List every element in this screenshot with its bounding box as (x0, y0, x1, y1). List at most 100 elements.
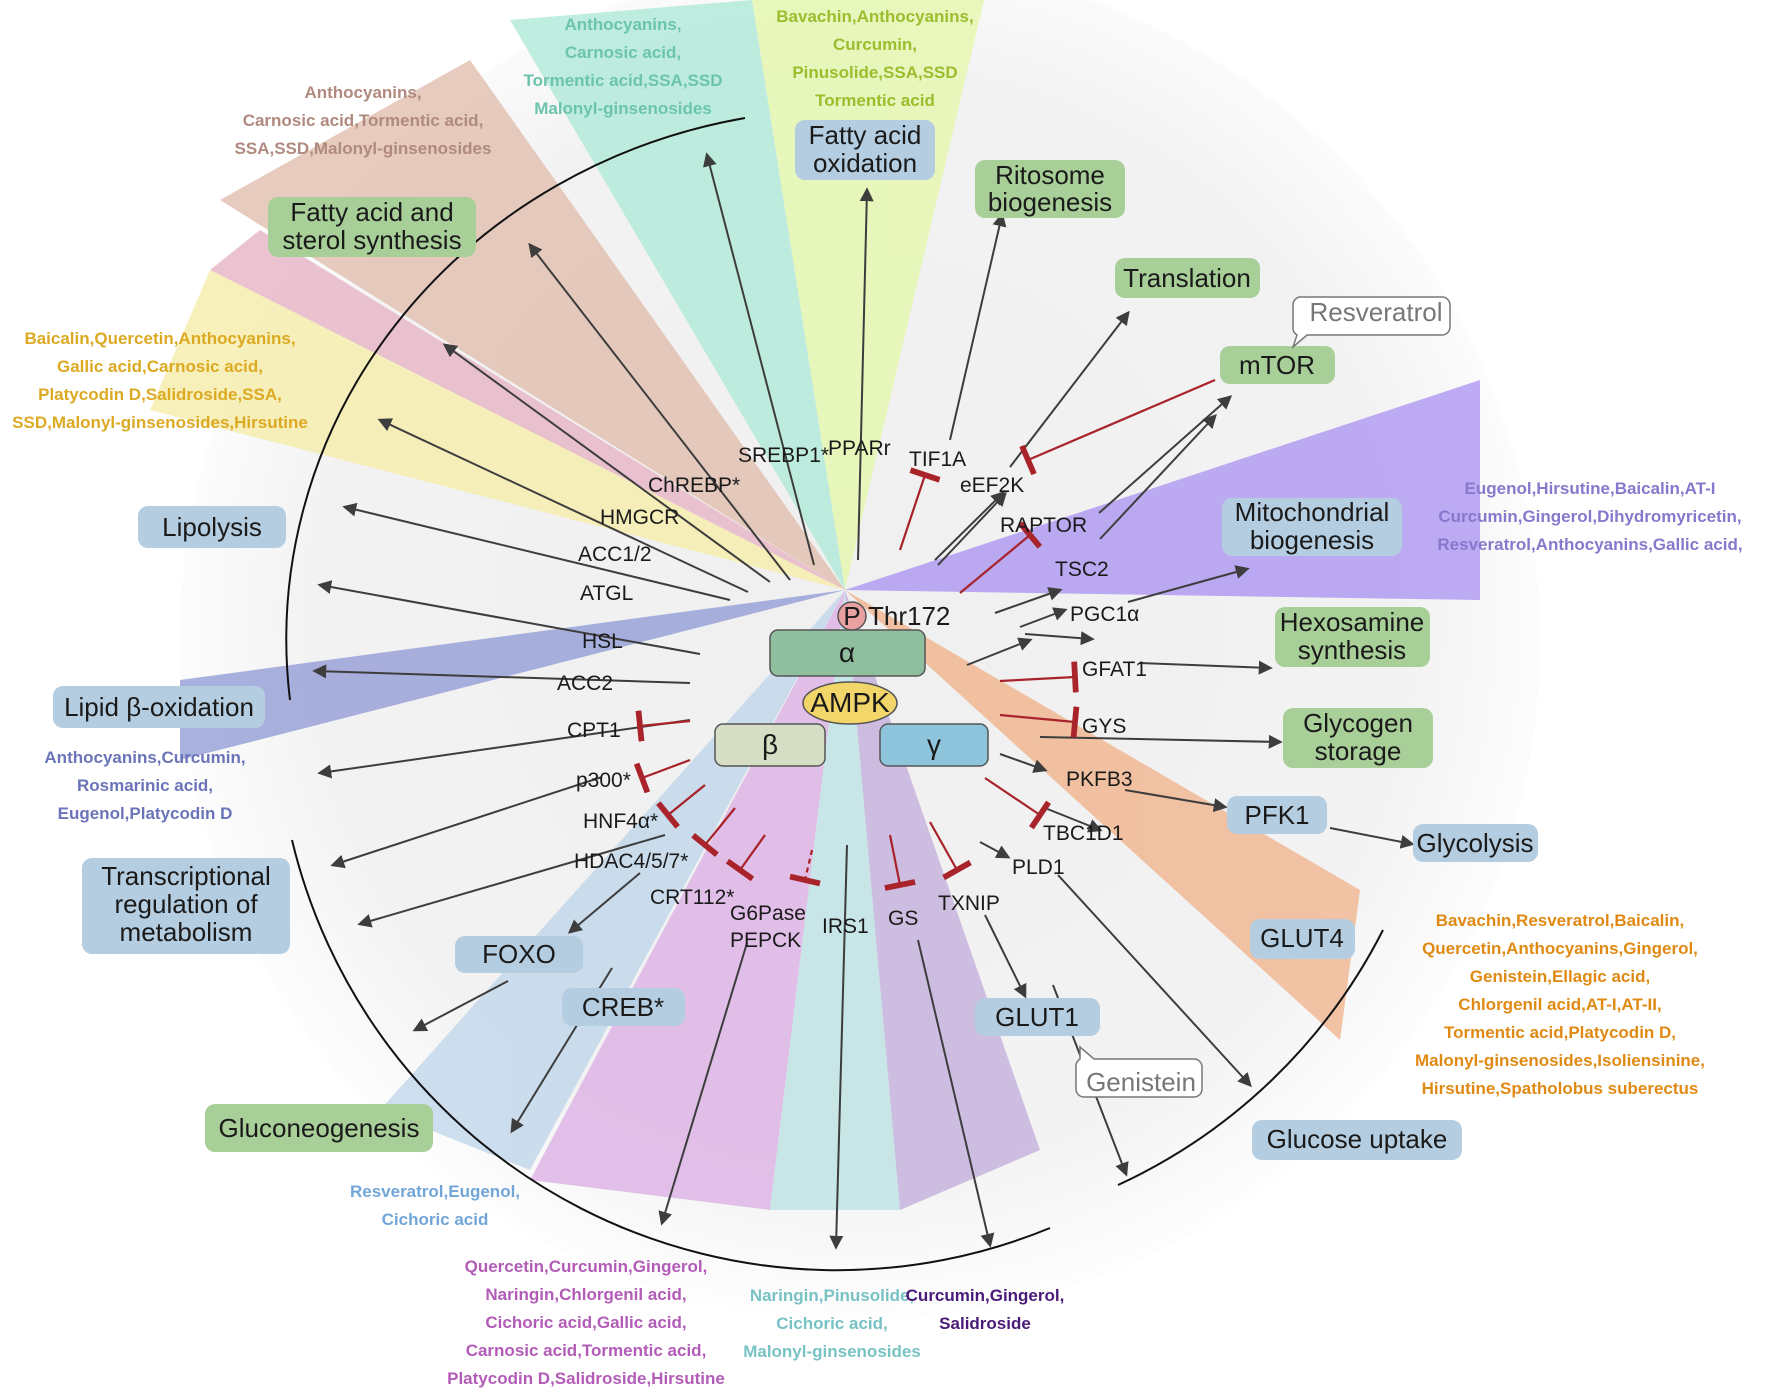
compound-g6pase-line-1: Quercetin,Curcumin,Gingerol, (465, 1257, 708, 1276)
node-gys: GYS (1082, 715, 1126, 738)
compound-irs1-line-1: Naringin,Pinusolide, (750, 1286, 914, 1305)
compound-srebp-line-1: Anthocyanins, (564, 15, 681, 34)
compound-fatty-acid-oxidation-line-3: Pinusolide,SSA,SSD (792, 63, 957, 82)
compound-gs-line-2: Salidroside (939, 1314, 1031, 1333)
node-pgc1a: PGC1α (1070, 603, 1139, 626)
box-fatty-sterol-2: sterol synthesis (282, 225, 461, 255)
compound-irs1-line-2: Cichoric acid, (776, 1314, 887, 1333)
compound-acc-line-2: Gallic acid,Carnosic acid, (57, 357, 263, 376)
compound-tbc1d1-line-1: Bavachin,Resveratrol,Baicalin, (1436, 911, 1685, 930)
compound-srebp-line-4: Malonyl-ginsenosides (534, 99, 712, 118)
sector-chrebp (220, 60, 845, 590)
box-gluconeogenesis: Gluconeogenesis (219, 1113, 420, 1143)
node-labels: SREBP1* PPARr TIF1A eEF2K RAPTOR TSC2 PG… (557, 437, 1147, 952)
inhibition-lines (633, 378, 1216, 891)
compound-crtc-line-2: Cichoric acid (382, 1210, 489, 1229)
compound-crtc-line-1: Resveratrol,Eugenol, (350, 1182, 520, 1201)
box-fatty-acid-oxidation-1: Fatty acid (809, 120, 922, 150)
node-pld1: PLD1 (1012, 856, 1065, 879)
compound-g6pase-line-2: Naringin,Chlorgenil acid, (485, 1285, 686, 1304)
node-gs: GS (888, 907, 918, 930)
box-transcriptional-3: metabolism (120, 917, 253, 947)
node-gfat1: GFAT1 (1082, 658, 1147, 681)
node-acc2: ACC2 (557, 672, 613, 695)
node-hsl: HSL (582, 630, 623, 653)
compound-pgc1a-line-1: Eugenol,Hirsutine,Baicalin,AT-I (1465, 479, 1716, 498)
pathway-boxes: Fatty acid oxidation Ritosome biogenesis… (53, 120, 1538, 1160)
node-crt112: CRT112* (650, 886, 734, 909)
compound-pgc1a-line-2: Curcumin,Gingerol,Dihydromyricetin, (1438, 507, 1741, 526)
compound-tbc1d1-line-7: Hirsutine,Spatholobus suberectus (1422, 1079, 1699, 1098)
box-hexosamine-1: Hexosamine (1280, 607, 1425, 637)
outer-arcs (285, 117, 1384, 1272)
compound-g6pase-line-3: Cichoric acid,Gallic acid, (485, 1313, 686, 1332)
node-acc12: ACC1/2 (578, 543, 652, 566)
box-fatty-sterol-1: Fatty acid and (290, 197, 453, 227)
box-glut1: GLUT1 (995, 1002, 1079, 1032)
callout-genistein: Genistein (1086, 1067, 1196, 1097)
node-cpt1: CPT1 (567, 719, 621, 742)
compound-g6pase-line-4: Carnosic acid,Tormentic acid, (466, 1341, 707, 1360)
node-raptor: RAPTOR (1000, 514, 1087, 537)
box-transcriptional-1: Transcriptional (101, 861, 271, 891)
box-foxo: FOXO (482, 939, 556, 969)
compound-fatty-acid-oxidation-line-1: Bavachin,Anthocyanins, (776, 7, 973, 26)
compound-fatty-acid-oxidation-line-4: Tormentic acid (815, 91, 935, 110)
node-hmgcr: HMGCR (600, 506, 679, 529)
arc-right (1117, 929, 1384, 1186)
node-tsc2: TSC2 (1055, 558, 1109, 581)
thr172-label: Thr172 (868, 601, 950, 631)
compound-acc-line-1: Baicalin,Quercetin,Anthocyanins, (24, 329, 295, 348)
beta-subunit (714, 723, 826, 767)
sector-irs1 (770, 590, 900, 1210)
box-transcriptional-2: regulation of (114, 889, 258, 919)
compound-fatty-acid-oxidation-line-2: Curcumin, (833, 35, 917, 54)
box-pfk1: PFK1 (1244, 800, 1309, 830)
sector-tbc1d1 (845, 590, 1360, 1040)
node-tif1a: TIF1A (909, 448, 966, 471)
compound-cpt1-line-1: Anthocyanins,Curcumin, (44, 748, 245, 767)
box-fatty-acid-oxidation-2: oxidation (813, 148, 917, 178)
phospho-label: P (843, 601, 860, 631)
callout-resveratrol: Resveratrol (1310, 297, 1443, 327)
node-chrebp: ChREBP* (648, 474, 740, 497)
compound-srebp-line-2: Carnosic acid, (565, 43, 681, 62)
box-glycogen-1: Glycogen (1303, 708, 1413, 738)
compound-chrebp-line-1: Anthocyanins, (304, 83, 421, 102)
node-tbc1d1: TBC1D1 (1043, 822, 1124, 845)
ampk-complex: α β γ AMPK P Thr172 (714, 601, 989, 767)
ampk-ellipse (802, 681, 898, 725)
node-eef2k: eEF2K (960, 474, 1024, 497)
sectors (150, 0, 1480, 1210)
compound-chrebp-line-3: SSA,SSD,Malonyl-ginsenosides (235, 139, 492, 158)
compound-tbc1d1-line-2: Quercetin,Anthocyanins,Gingerol, (1422, 939, 1698, 958)
compound-pgc1a-line-3: Resveratrol,Anthocyanins,Gallic acid, (1437, 535, 1742, 554)
sector-hmgcr (210, 230, 845, 590)
ampk-label: AMPK (810, 687, 890, 718)
node-srebp1: SREBP1* (738, 444, 829, 467)
node-p300: p300* (576, 769, 631, 792)
node-hdac: HDAC4/5/7* (574, 850, 688, 873)
gamma-label: γ (927, 729, 941, 760)
box-mito-1: Mitochondrial (1235, 497, 1390, 527)
box-mito-2: biogenesis (1250, 525, 1374, 555)
compound-tbc1d1-line-3: Genistein,Ellagic acid, (1470, 967, 1650, 986)
alpha-label: α (839, 637, 855, 668)
compound-gs-line-1: Curcumin,Gingerol, (906, 1286, 1065, 1305)
compound-tbc1d1-line-4: Chlorgenil acid,AT-I,AT-II, (1458, 995, 1661, 1014)
compound-cpt1-line-3: Eugenol,Platycodin D (58, 804, 233, 823)
node-txnip: TXNIP (938, 892, 1000, 915)
box-hexosamine-2: synthesis (1298, 635, 1406, 665)
box-lipid-beta-oxidation: Lipid β-oxidation (64, 692, 254, 722)
compound-cpt1-line-2: Rosmarinic acid, (77, 776, 213, 795)
node-g6pase: G6Pase (730, 902, 806, 925)
box-lipolysis: Lipolysis (162, 512, 262, 542)
node-pepck: PEPCK (730, 929, 801, 952)
box-translation: Translation (1123, 263, 1251, 293)
compound-tbc1d1-line-5: Tormentic acid,Platycodin D, (1444, 1023, 1676, 1042)
gamma-subunit (879, 723, 989, 767)
box-glycogen-2: storage (1315, 736, 1402, 766)
compound-srebp-line-3: Tormentic acid,SSA,SSD (523, 71, 722, 90)
callouts: Resveratrol Genistein (1075, 296, 1451, 1098)
node-pparr: PPARr (828, 437, 891, 460)
